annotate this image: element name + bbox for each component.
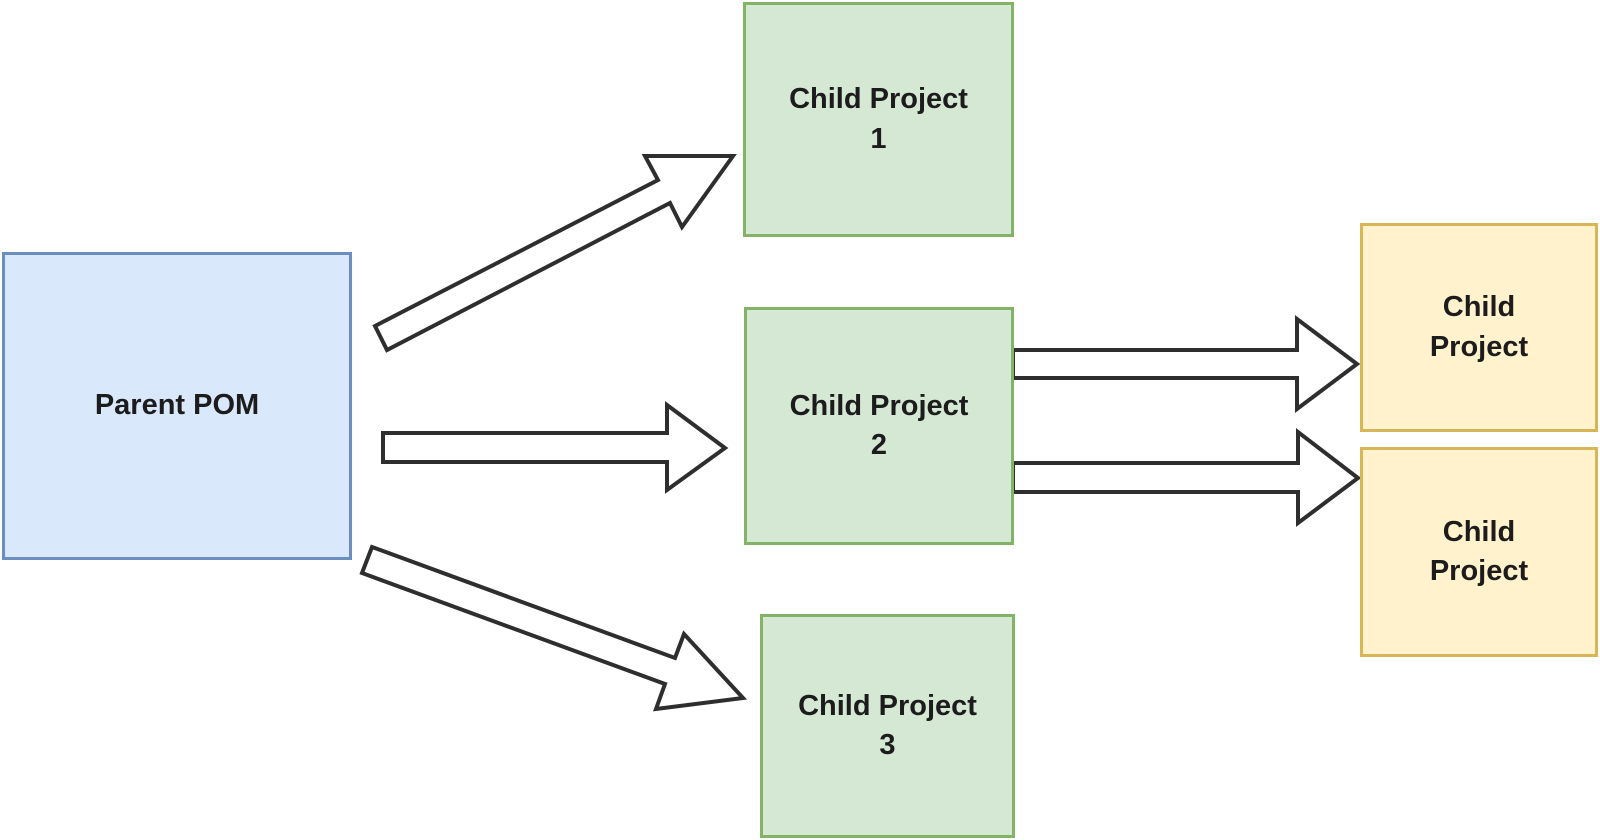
arrow-parent-to-child2 — [381, 401, 729, 494]
node-grandchild-top-label-line1: Child — [1442, 291, 1516, 324]
arrow-child2-to-grandchild1 — [1011, 315, 1361, 413]
node-child-project-1: Child Project 1 — [743, 2, 1014, 237]
node-grandchild-project-top: Child Project — [1360, 223, 1598, 432]
node-child-project-2-label-line2: 2 — [870, 429, 888, 461]
node-child-project-3: Child Project 3 — [760, 614, 1015, 838]
node-child-project-1-label-line1: Child Project — [789, 83, 968, 116]
arrow-parent-to-child1 — [372, 154, 737, 353]
node-grandchild-project-bottom: Child Project — [1360, 447, 1598, 657]
node-child-project-2-label-line1: Child Project — [789, 389, 969, 422]
node-child-project-1-label-line2: 1 — [870, 122, 887, 155]
node-parent-pom-label: Parent POM — [94, 389, 260, 422]
node-parent-pom: Parent POM — [2, 252, 352, 560]
arrow-parent-to-child3 — [359, 544, 748, 712]
node-grandchild-top-label-line2: Project — [1429, 330, 1529, 363]
node-grandchild-bottom-label-line1: Child — [1442, 515, 1516, 548]
node-child-project-2: Child Project 2 — [744, 307, 1014, 545]
arrow-child2-to-grandchild2 — [1011, 427, 1362, 527]
node-child-project-3-label-line2: 3 — [879, 729, 896, 761]
node-grandchild-bottom-label-line2: Project — [1429, 555, 1529, 587]
node-child-project-3-label-line1: Child Project — [798, 689, 977, 722]
